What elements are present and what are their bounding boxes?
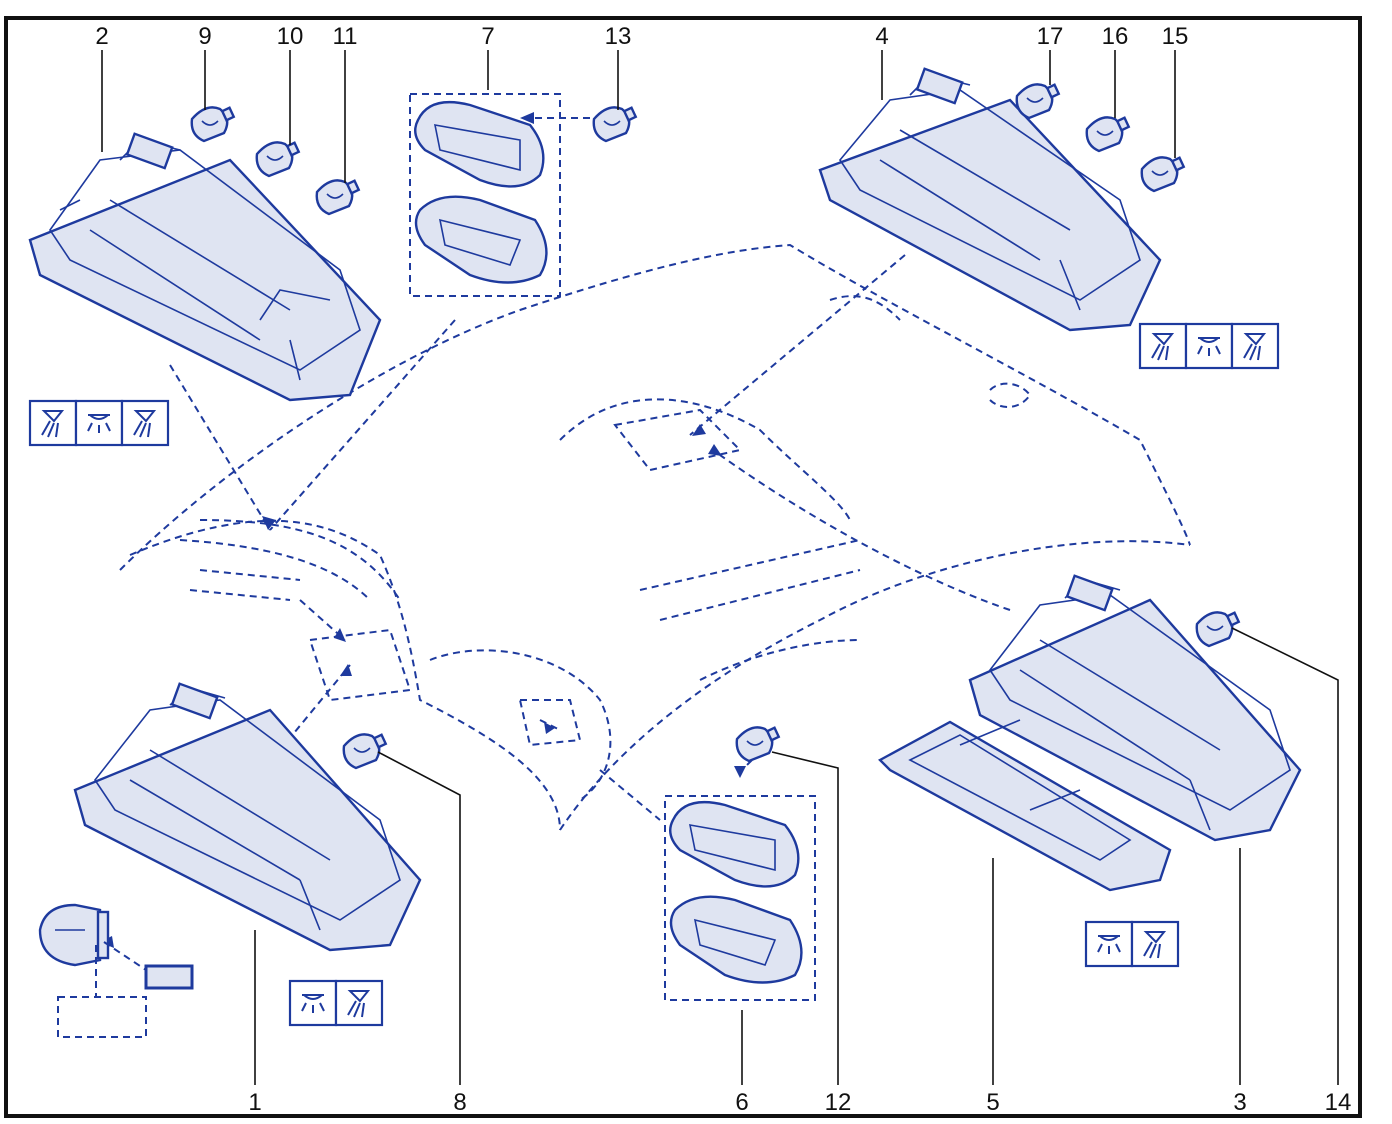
bulb-10[interactable] <box>255 141 300 178</box>
callout-17: 17 <box>1037 23 1064 50</box>
bulb-17[interactable] <box>1015 83 1060 120</box>
callout-2: 2 <box>95 23 108 50</box>
bulb-9[interactable] <box>190 106 235 143</box>
callout-leaders <box>101 50 1339 1085</box>
bulb-8[interactable] <box>342 733 387 770</box>
dome-lamp-icon <box>288 979 338 1027</box>
callout-labels: 2 9 10 11 7 13 4 17 16 15 1 8 6 12 5 3 1… <box>95 23 1351 1116</box>
callout-15: 15 <box>1162 23 1189 50</box>
bulb-12[interactable] <box>735 726 780 763</box>
callout-4: 4 <box>875 23 888 50</box>
callout-14: 14 <box>1325 1089 1352 1116</box>
callout-10: 10 <box>277 23 304 50</box>
callout-9: 9 <box>198 23 211 50</box>
dome-lamp-icon <box>1184 322 1234 370</box>
callout-1: 1 <box>248 1089 261 1116</box>
reading-lamp-icon <box>334 979 384 1027</box>
callout-16: 16 <box>1102 23 1129 50</box>
callout-5: 5 <box>986 1089 999 1116</box>
callout-11: 11 <box>333 23 358 50</box>
console-bezel-5[interactable] <box>878 719 1172 892</box>
icon-group-4 <box>1138 322 1280 370</box>
icon-group-2 <box>28 399 170 447</box>
reading-lamp-icon <box>1230 322 1280 370</box>
bulb-14[interactable] <box>1195 611 1240 648</box>
bulb-13[interactable] <box>592 106 637 143</box>
dome-lamp-icon <box>74 399 124 447</box>
lamp-assembly-6[interactable] <box>664 759 816 1001</box>
overhead-console-1[interactable] <box>73 682 422 952</box>
bulb-detail <box>38 903 194 1038</box>
callout-13: 13 <box>605 23 632 50</box>
callout-8: 8 <box>453 1089 466 1116</box>
callout-6: 6 <box>735 1089 748 1116</box>
overhead-console-2[interactable] <box>28 132 382 402</box>
bulb-16[interactable] <box>1085 116 1130 153</box>
reading-lamp-icon <box>120 399 170 447</box>
overhead-console-4[interactable] <box>818 67 1162 332</box>
bulb-11[interactable] <box>315 179 360 216</box>
lamp-assembly-7[interactable] <box>409 93 590 297</box>
icon-group-3 <box>1084 920 1180 968</box>
icon-group-1 <box>288 979 384 1027</box>
reading-lamp-icon <box>1138 322 1188 370</box>
dome-lamp-icon <box>1084 920 1134 968</box>
callout-7: 7 <box>481 23 494 50</box>
reading-lamp-icon <box>1130 920 1180 968</box>
bulb-15[interactable] <box>1140 156 1185 193</box>
callout-3: 3 <box>1233 1089 1246 1116</box>
reading-lamp-icon <box>28 399 78 447</box>
callout-12: 12 <box>825 1089 852 1116</box>
overhead-console-3[interactable] <box>968 574 1302 842</box>
